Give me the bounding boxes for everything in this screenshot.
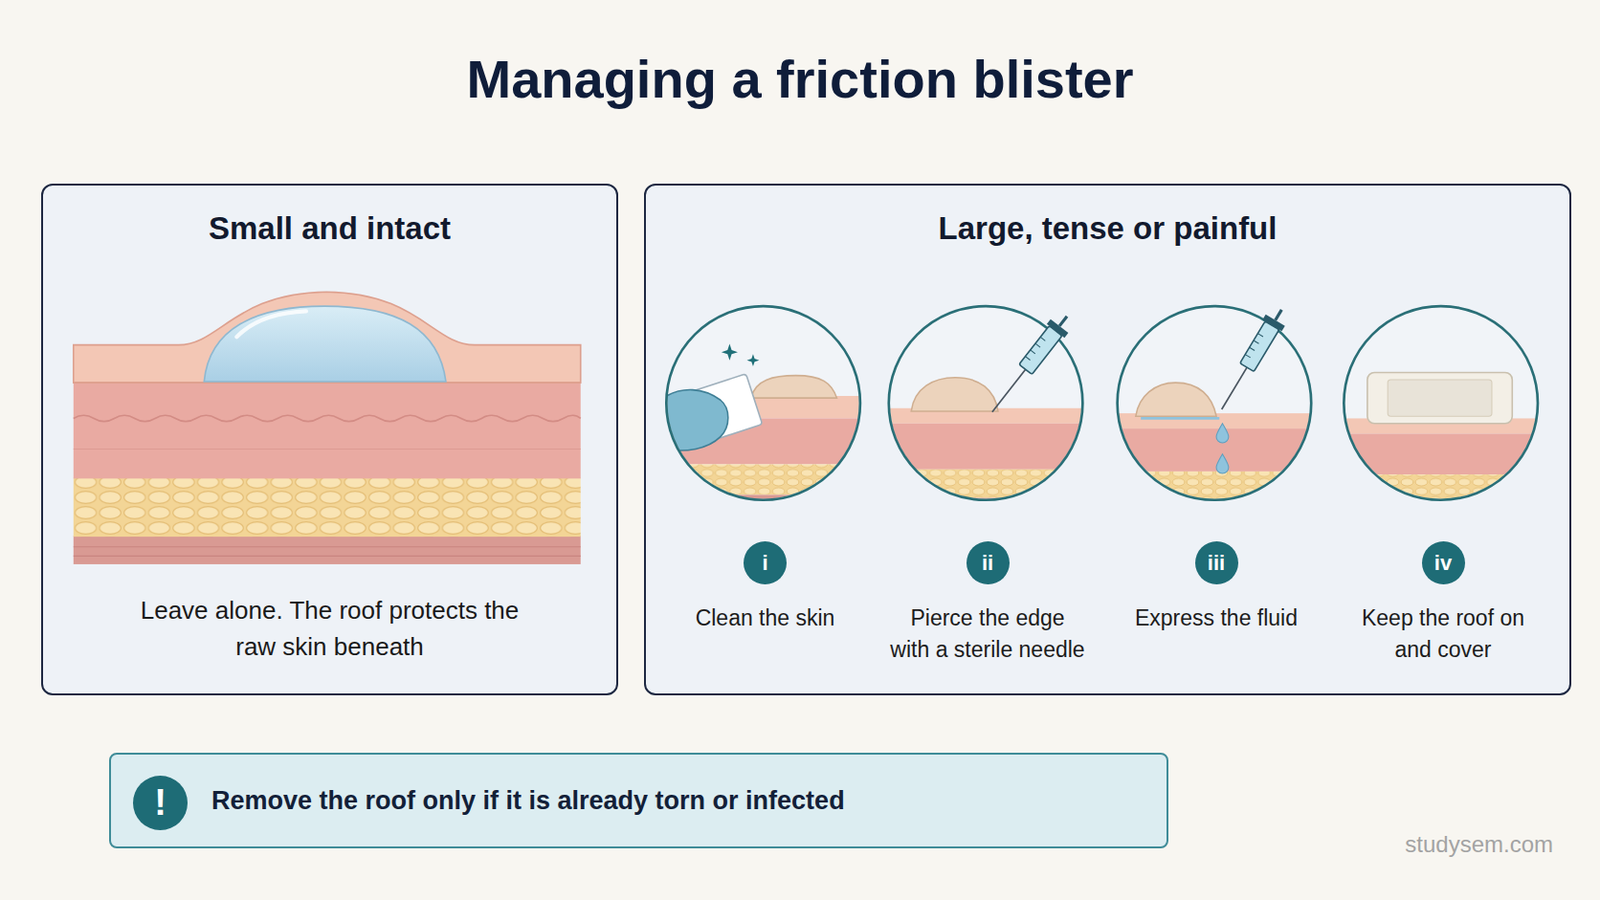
panel-heading: Large, tense or painful	[645, 209, 1570, 248]
diagram-title: Managing a friction blister	[0, 45, 1600, 113]
warning-icon: !	[133, 776, 188, 831]
step-badge: iClean the skin	[743, 541, 787, 585]
step-caption: Clean the skin	[666, 602, 865, 635]
info-panel: Small and intactLeave alone. The roof pr…	[41, 183, 619, 696]
panel-body: Leave alone. The roof protects the raw s…	[129, 592, 532, 666]
icon-symbol: !	[133, 776, 188, 831]
info-panel: Large, tense or painfuliClean the skinii…	[644, 183, 1572, 696]
step-caption: Express the fluid	[1117, 602, 1315, 635]
step-caption: Keep the roof on and cover	[1344, 602, 1542, 667]
step-badge: iiPierce the edge with a sterile needle	[966, 541, 1010, 585]
watermark: studysem.com	[1404, 830, 1554, 860]
warning-note: Remove the roof only if it is already to…	[109, 753, 1169, 849]
note-text: Remove the roof only if it is already to…	[211, 785, 845, 817]
step-caption: Pierce the edge with a sterile needle	[888, 602, 1087, 667]
step-number: iv	[1422, 541, 1466, 585]
step-number: i	[743, 541, 787, 585]
panel-heading: Small and intact	[43, 209, 617, 248]
step-number: ii	[966, 541, 1010, 585]
step-badge: iiiExpress the fluid	[1195, 541, 1239, 585]
step-badge: ivKeep the roof on and cover	[1422, 541, 1466, 585]
step-number: iii	[1195, 541, 1239, 585]
